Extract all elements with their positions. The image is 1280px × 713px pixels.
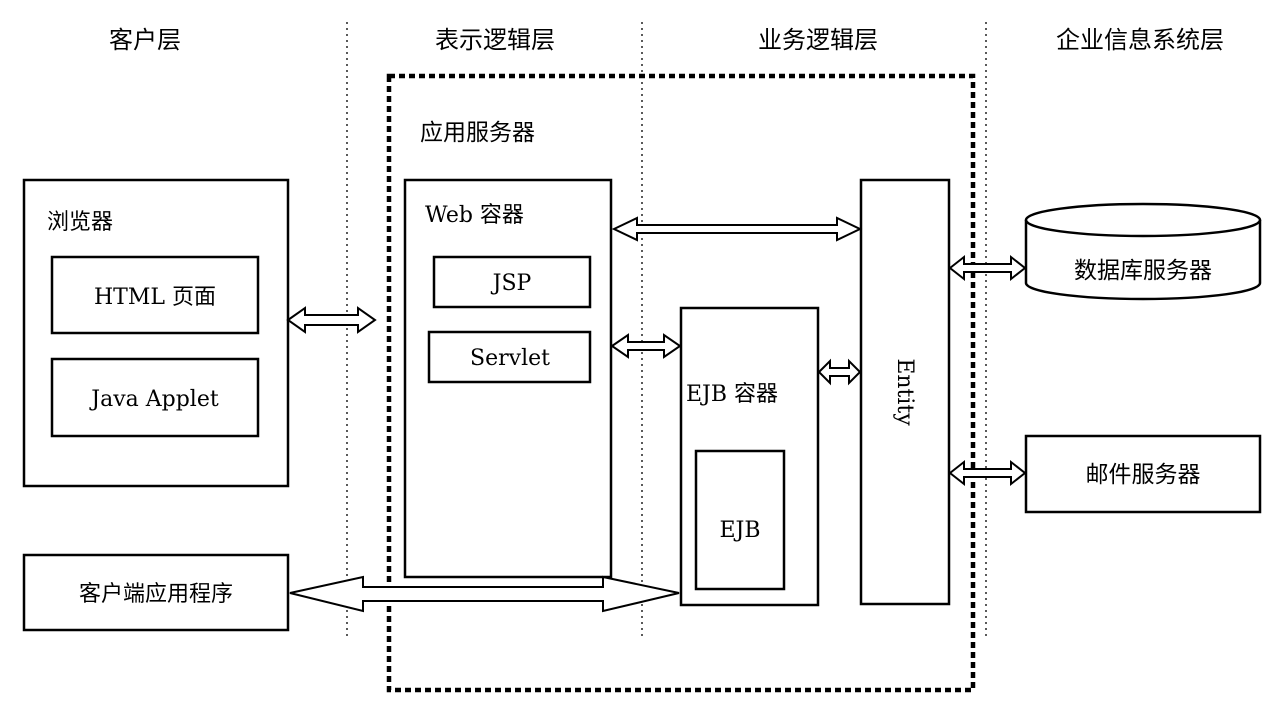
- browser-box: 浏览器 HTML 页面 Java Applet: [22, 178, 290, 488]
- ejb-container-label: EJB 容器: [686, 382, 778, 407]
- entity-box: [859, 178, 951, 606]
- database-server-label: 数据库服务器: [1074, 258, 1212, 284]
- app-server-label: 应用服务器: [420, 120, 535, 146]
- arrow-entity-mail: [948, 459, 1027, 487]
- arrow-web-entity: [611, 216, 863, 242]
- web-container-label: Web 容器: [425, 203, 524, 228]
- ejb-box: [694, 449, 786, 591]
- arrow-entity-database: [948, 254, 1027, 282]
- arrow-web-ejb: [610, 333, 682, 359]
- java-applet-box: [50, 357, 260, 438]
- client-app-label: 客户端应用程序: [79, 582, 233, 607]
- ejb-label: EJB: [719, 518, 760, 543]
- arrow-ejb-entity: [817, 358, 862, 386]
- layer-header-client: 客户层: [109, 26, 181, 54]
- html-page-box: [50, 255, 260, 335]
- arrow-client-app-ejb: [289, 575, 680, 613]
- ejb-container-box: EJB 容器 EJB: [679, 306, 820, 607]
- entity-label: Entity: [892, 358, 917, 426]
- client-app-box: [22, 553, 290, 632]
- mail-server-label: 邮件服务器: [1086, 462, 1201, 488]
- layer-header-presentation: 表示逻辑层: [435, 26, 555, 54]
- browser-label: 浏览器: [47, 210, 113, 235]
- database-server-cylinder: 数据库服务器: [1024, 202, 1262, 301]
- java-applet-label: Java Applet: [89, 387, 219, 412]
- app-server-boundary: [386, 73, 976, 693]
- layer-header-enterprise: 企业信息系统层: [1056, 26, 1224, 54]
- jsp-box: [432, 255, 592, 309]
- jsp-label: JSP: [491, 271, 532, 296]
- arrow-browser-web: [286, 306, 377, 334]
- mail-server-box: [1024, 434, 1262, 514]
- layer-header-business: 业务逻辑层: [758, 26, 878, 54]
- web-container-box: Web 容器 JSP Servlet: [403, 178, 613, 579]
- servlet-box: [427, 330, 592, 384]
- html-page-label: HTML 页面: [94, 285, 216, 310]
- servlet-label: Servlet: [470, 346, 550, 371]
